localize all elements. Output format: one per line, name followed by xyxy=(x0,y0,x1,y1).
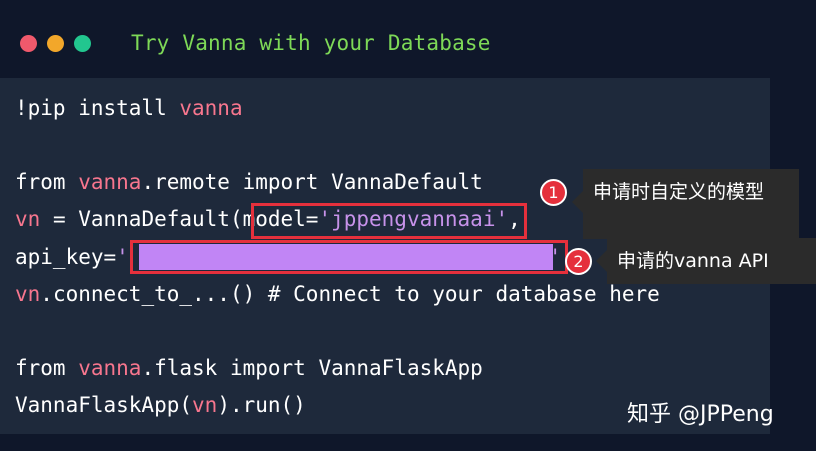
api-key-highlight-box xyxy=(130,240,568,274)
maximize-window-button[interactable] xyxy=(74,35,91,52)
code-module: vanna xyxy=(179,96,243,120)
code-text: = VannaDefault(model= xyxy=(40,207,319,231)
model-name-string: 'jppengvannaai' xyxy=(318,207,509,231)
quote-open: ' xyxy=(116,245,129,269)
code-text: .remote import VannaDefault xyxy=(141,170,483,194)
code-text: api_key= xyxy=(15,245,117,269)
code-line-import-flask: from vanna.flask import VannaFlaskApp xyxy=(15,354,483,382)
close-window-button[interactable] xyxy=(20,35,37,52)
code-text: !pip install xyxy=(15,96,180,120)
code-text: VannaFlaskApp( xyxy=(15,393,193,417)
annotation-badge-2: 2 xyxy=(565,248,592,275)
code-line-pip-install: !pip install vanna xyxy=(15,94,243,122)
code-line-import-default: from vanna.remote import VannaDefault xyxy=(15,168,483,196)
model-highlight-box xyxy=(251,203,527,239)
redacted-api-key xyxy=(139,244,553,270)
annotation-callout-2: 申请的vanna API xyxy=(596,238,816,284)
code-line-connect: vn.connect_to_...() # Connect to your da… xyxy=(15,280,660,308)
code-text: ).run() xyxy=(217,393,306,417)
code-text: from xyxy=(15,356,79,380)
code-text: , xyxy=(508,207,521,231)
code-text: .connect_to_...() # Connect to your data… xyxy=(40,282,660,306)
code-module: vanna xyxy=(78,170,142,194)
watermark: 知乎 @JPPeng xyxy=(627,402,774,427)
window-title: Try Vanna with your Database xyxy=(131,31,491,55)
code-variable: vn xyxy=(15,282,41,306)
code-line-run: VannaFlaskApp(vn).run() xyxy=(15,391,306,419)
annotation-badge-1: 1 xyxy=(540,179,567,206)
code-module: vanna xyxy=(78,356,142,380)
code-text: from xyxy=(15,170,79,194)
window-titlebar: Try Vanna with your Database xyxy=(0,0,816,78)
annotation-callout-1: 申请时自定义的模型 xyxy=(572,169,799,239)
minimize-window-button[interactable] xyxy=(47,35,64,52)
code-variable: vn xyxy=(192,393,218,417)
code-line-model: vn = VannaDefault(model='jppengvannaai', xyxy=(15,205,521,233)
code-variable: vn xyxy=(15,207,41,231)
code-text: .flask import VannaFlaskApp xyxy=(141,356,483,380)
code-line-api-key: api_key='' xyxy=(15,243,561,271)
